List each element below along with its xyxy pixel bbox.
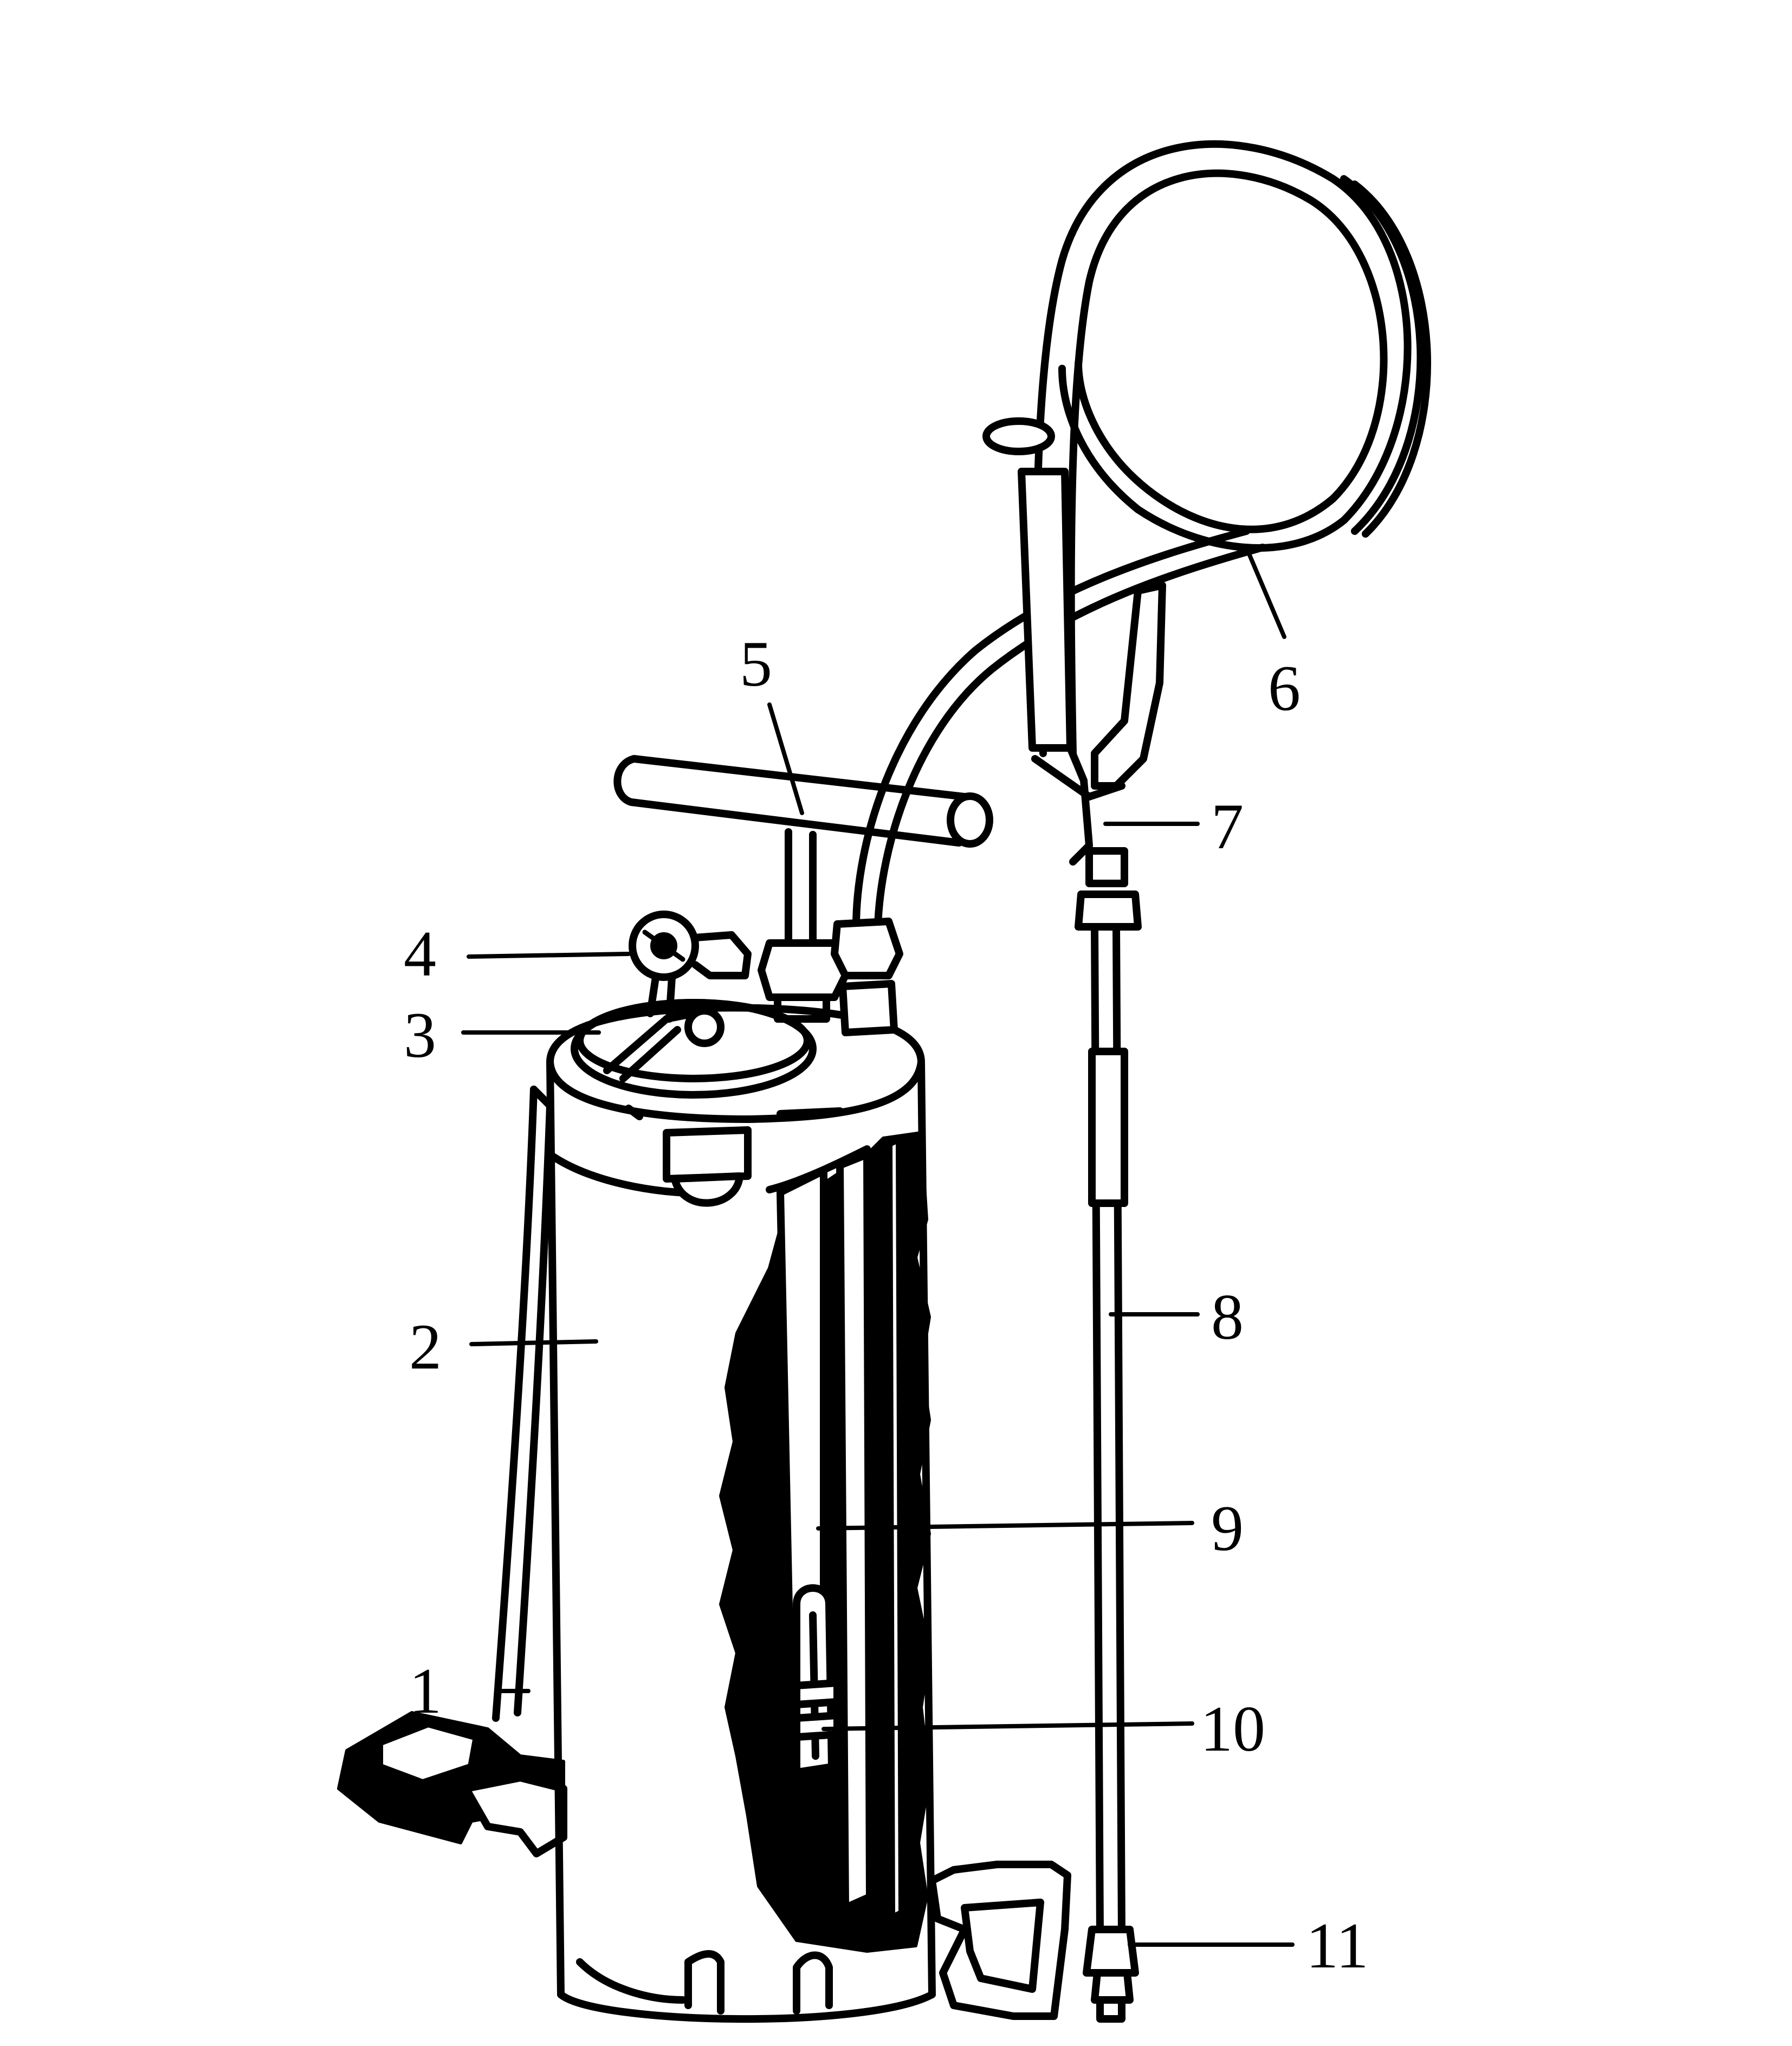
label-2: 2 xyxy=(409,1311,442,1383)
label-10: 10 xyxy=(1200,1693,1265,1765)
pressure-gauge xyxy=(629,911,752,1023)
shoulder-strap xyxy=(492,1086,554,1722)
part-labels: 1 2 3 4 5 6 7 8 9 10 11 xyxy=(404,628,1369,1982)
leader-5 xyxy=(767,702,804,815)
label-9: 9 xyxy=(1211,1492,1244,1564)
leader-lines xyxy=(461,545,1295,1947)
foot-pedal xyxy=(337,1711,567,1857)
label-7: 7 xyxy=(1211,790,1244,862)
label-8: 8 xyxy=(1211,1281,1244,1353)
label-6: 6 xyxy=(1268,652,1301,724)
label-11: 11 xyxy=(1306,1909,1369,1982)
leader-4 xyxy=(467,952,631,959)
leader-2 xyxy=(469,1339,598,1346)
leader-6 xyxy=(1244,545,1286,639)
label-1: 1 xyxy=(409,1655,442,1727)
label-5: 5 xyxy=(740,628,772,700)
label-3: 3 xyxy=(404,999,436,1071)
spray-lance xyxy=(1075,847,1142,2023)
filler-lid xyxy=(571,999,817,1099)
leader-10 xyxy=(821,1721,1194,1731)
trigger-valve xyxy=(982,417,1166,866)
spray-hose xyxy=(831,140,1431,1036)
leader-9 xyxy=(816,1521,1194,1531)
tank-cutaway xyxy=(663,1126,931,1953)
label-4: 4 xyxy=(404,918,436,990)
rear-step xyxy=(928,1861,1071,2020)
